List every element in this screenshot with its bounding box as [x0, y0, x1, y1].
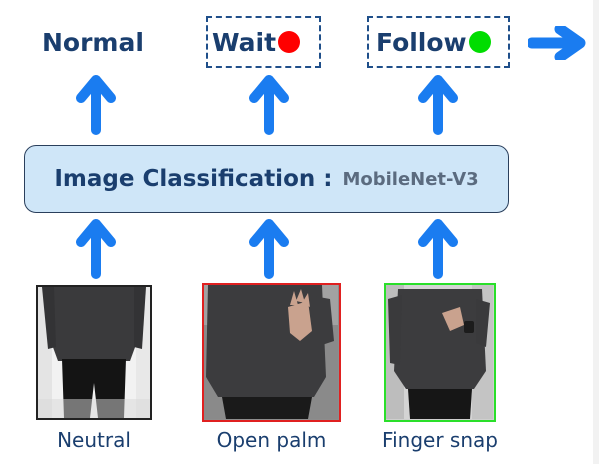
up-arrow-icon — [76, 219, 116, 279]
up-arrow-icon — [249, 219, 289, 279]
image-classification-box: Image Classification : MobileNet-V3 — [24, 145, 509, 213]
right-arrow-icon — [528, 26, 586, 60]
neutral-photo — [36, 285, 152, 420]
open-palm-caption: Open palm — [216, 428, 327, 452]
up-arrow-icon — [249, 75, 289, 135]
open-palm-photo — [202, 283, 341, 422]
neutral-caption: Neutral — [57, 428, 131, 452]
window-edge — [593, 0, 599, 464]
person-open-palm-icon — [204, 285, 338, 419]
person-finger-snap-icon — [386, 285, 493, 419]
output-follow-label: Follow — [376, 28, 467, 57]
output-normal-label: Normal — [42, 28, 144, 57]
up-arrow-icon — [418, 219, 458, 279]
green-indicator-icon — [468, 31, 491, 53]
output-wait-label: Wait — [212, 28, 277, 57]
classifier-title: Image Classification : — [54, 166, 333, 192]
output-follow-box — [367, 16, 510, 68]
classifier-model: MobileNet-V3 — [342, 168, 479, 190]
output-wait-box — [206, 16, 321, 68]
output-wait: Wait — [212, 28, 301, 57]
finger-snap-caption: Finger snap — [382, 428, 498, 452]
up-arrow-icon — [76, 75, 116, 135]
finger-snap-photo — [384, 283, 496, 422]
up-arrow-icon — [418, 75, 458, 135]
red-indicator-icon — [278, 31, 301, 53]
output-follow: Follow — [376, 30, 491, 55]
person-standing-icon — [38, 287, 150, 418]
